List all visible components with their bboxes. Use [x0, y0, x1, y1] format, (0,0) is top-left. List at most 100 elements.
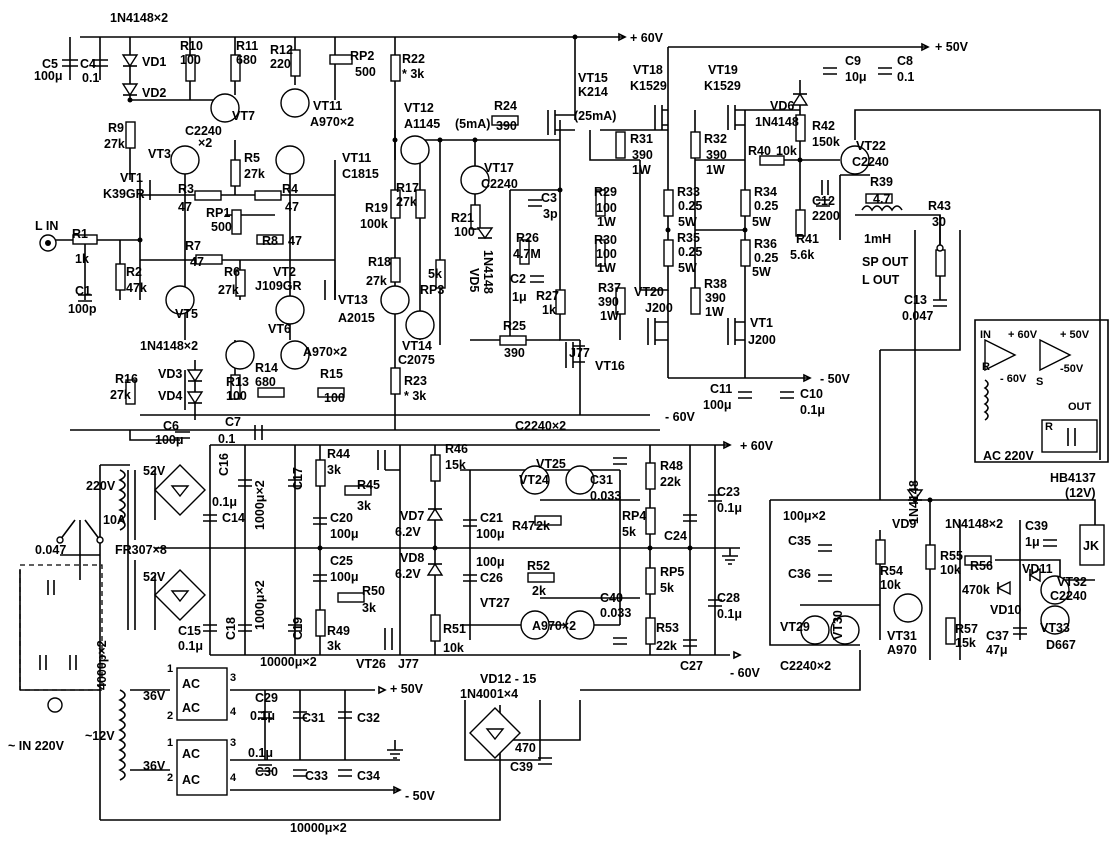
capacitor-c30	[258, 764, 272, 772]
label-vd9v: 1N4148	[907, 480, 921, 524]
label-lin: L IN	[35, 219, 58, 233]
label-vt12: VT12	[404, 101, 434, 115]
resistor-r25	[499, 335, 527, 346]
label-rp4v: 5k	[622, 525, 636, 539]
resistor-r30	[595, 239, 606, 267]
label-d1n4148: 1N4148	[481, 250, 495, 294]
label-r6v: 27k	[218, 283, 239, 297]
label-r34v: 0.25	[754, 199, 778, 213]
label-v220: 220V	[86, 479, 116, 493]
label-vt22v: C2240	[852, 155, 889, 169]
capacitor-c1	[78, 294, 92, 302]
label-c26v: 100μ	[476, 555, 505, 569]
label-c18: C18	[224, 617, 238, 640]
label-c1: C1	[75, 284, 91, 298]
resistor-rp4	[645, 507, 656, 535]
resistor-r10	[185, 54, 196, 82]
transistor-vt5	[165, 285, 195, 315]
diode-vd10	[996, 580, 1011, 596]
label-mh1: 1mH	[864, 232, 891, 246]
label-m60v: - 60V	[665, 410, 696, 424]
label-inset-r: R	[982, 361, 990, 373]
transistors	[19, 32, 1072, 795]
label-c28: C28	[717, 591, 740, 605]
label-vt26: VT26	[356, 657, 386, 671]
label-r50v: 3k	[362, 601, 376, 615]
label-c21v: 100μ	[476, 527, 505, 541]
capacitor-c25	[313, 574, 327, 582]
resistor-r32	[690, 131, 701, 159]
label-vt31: VT31	[887, 629, 917, 643]
capacitor-c16	[238, 479, 252, 487]
label-r2v: 47k	[126, 281, 147, 295]
label-r39v: 4.7	[873, 192, 890, 206]
label-r5v: 27k	[244, 167, 265, 181]
capacitor-c14	[203, 514, 217, 522]
ac-module-2	[176, 739, 228, 796]
resistor-r48	[645, 462, 656, 490]
label-c5: C5	[42, 57, 58, 71]
label-c1v: 100p	[68, 302, 97, 316]
label-j77b: J77	[398, 657, 419, 671]
capacitor-c20	[313, 517, 327, 525]
label-vt32: VT32	[1057, 575, 1087, 589]
transistor-vt29	[800, 615, 830, 645]
label-r33w: 5W	[678, 215, 697, 229]
label-c25v: 100μ	[330, 570, 359, 584]
label-c10: C10	[800, 387, 823, 401]
capacitor-c28	[708, 599, 722, 607]
label-c31v: 0.033	[590, 489, 621, 503]
label-r43v: 30	[932, 215, 946, 229]
capacitor-c39	[1043, 539, 1057, 547]
sp-switch-contact	[936, 244, 944, 252]
label-r43: R43	[928, 199, 951, 213]
label-c37v: 47μ	[986, 643, 1008, 657]
resistor-r34	[740, 189, 751, 217]
label-r37w: 1W	[600, 309, 619, 323]
label-r5: R5	[244, 151, 260, 165]
label-vt30: VT30	[831, 610, 845, 640]
capacitor-c15	[203, 624, 217, 632]
resistor-r44	[315, 459, 326, 487]
label-d1n4148x2-r: 1N4148×2	[945, 517, 1003, 531]
resistor-r23	[390, 367, 401, 395]
label-r37: R37	[598, 281, 621, 295]
label-r53: R53	[656, 621, 679, 635]
pin-number: 1	[167, 737, 173, 749]
capacitor-c34	[338, 769, 352, 777]
resistor-r5	[230, 159, 241, 187]
label-m12v: ~12V	[85, 729, 115, 743]
capacitor-c11	[738, 391, 752, 399]
transistor-vt33	[1040, 605, 1070, 635]
resistor-r35	[663, 239, 674, 267]
label-inset-out: OUT	[1068, 401, 1092, 413]
label-r3v: 47	[178, 200, 192, 214]
transistor-vt12	[400, 135, 430, 165]
label-vt25: VT25	[536, 457, 566, 471]
resistor-r24	[491, 115, 519, 126]
diode-vd11	[1028, 567, 1041, 583]
label-r52v: 2k	[532, 584, 546, 598]
transistor-vt32	[1040, 575, 1070, 605]
resistor-r36	[740, 239, 751, 267]
resistor-r16	[125, 379, 136, 405]
label-r23: R23	[404, 374, 427, 388]
label-p50v: + 50V	[935, 40, 969, 54]
label-r35w: 5W	[678, 261, 697, 275]
label-c6: C6	[163, 419, 179, 433]
label-m50v: - 50V	[820, 372, 851, 386]
label-u1000x2b: 1000μ×2	[253, 580, 267, 630]
label-r19v: 100k	[360, 217, 388, 231]
label-r10v: 100	[180, 53, 201, 67]
label-rp2: RP2	[350, 49, 374, 63]
label-r35v: 0.25	[678, 245, 702, 259]
diode-vd1	[121, 54, 139, 68]
label-r13: R13	[226, 375, 249, 389]
transistor-vt28	[565, 610, 595, 640]
label-r1: R1	[72, 227, 88, 241]
mosfet-vt16	[565, 342, 585, 368]
label-vd7: VD7	[400, 509, 424, 523]
transistor-vt17	[460, 165, 490, 195]
label-c470: 470	[515, 741, 536, 755]
label-r44: R44	[327, 447, 350, 461]
